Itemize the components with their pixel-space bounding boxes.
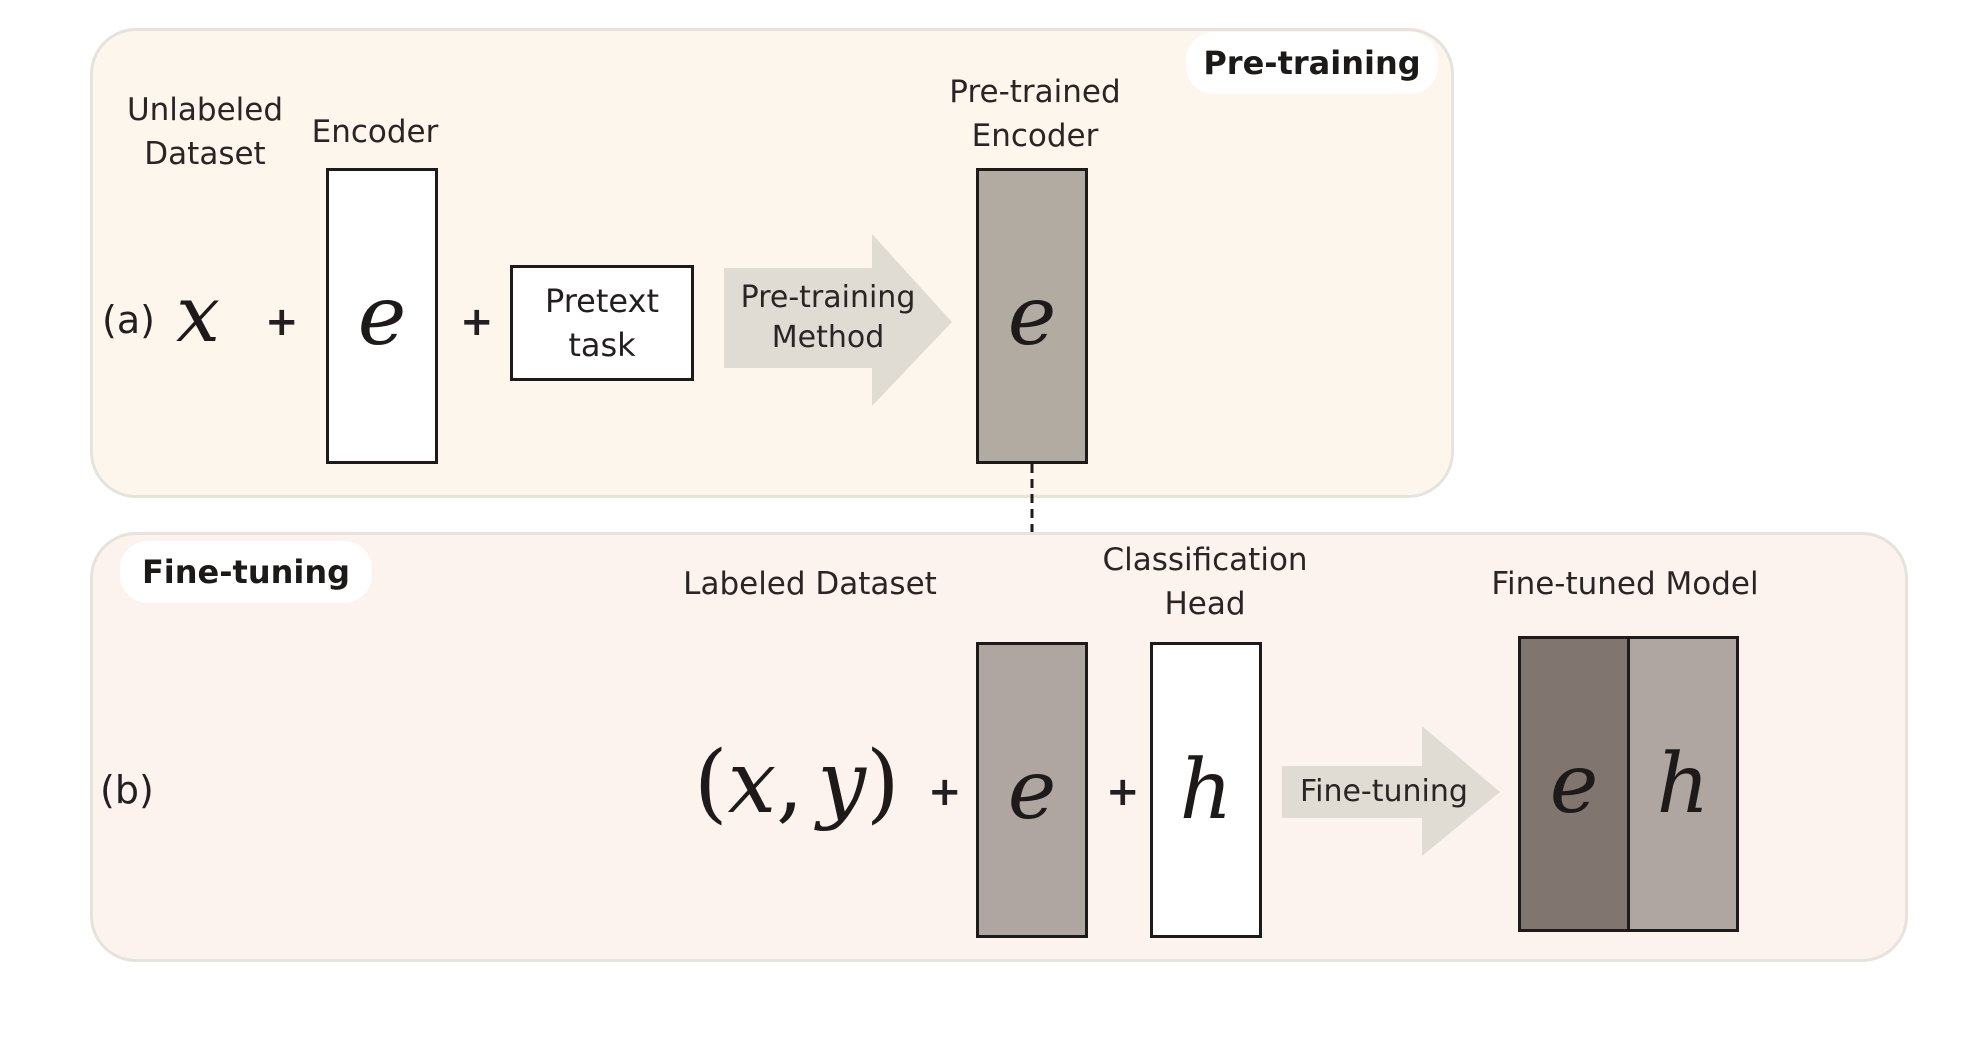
unlabeled-dataset-line-1: Unlabeled bbox=[126, 92, 284, 128]
pretraining-method-line-1: Pre-training bbox=[740, 280, 916, 315]
row-label-b: (b) bbox=[100, 768, 154, 812]
xy-y: y bbox=[817, 733, 867, 833]
labeled-dataset-label: Labeled Dataset bbox=[683, 566, 937, 602]
encoder-label: Encoder bbox=[311, 114, 439, 150]
finetuning-arrow-label: Fine-tuning bbox=[1300, 774, 1468, 809]
pretraining-tag: Pre-training bbox=[1186, 32, 1438, 94]
classification-head-label: Classification Head bbox=[1090, 538, 1320, 626]
finetuned-model-label: Fine-tuned Model bbox=[1491, 566, 1759, 602]
pretraining-method-label: Pre-training Method bbox=[730, 278, 926, 358]
finetuned-model-e-box: e bbox=[1518, 636, 1630, 932]
finetune-encoder-box: e bbox=[976, 642, 1088, 938]
plus-sign-a2: + bbox=[460, 299, 494, 345]
pretrained-encoder-symbol: e bbox=[1007, 268, 1057, 364]
plus-sign-a1: + bbox=[265, 299, 299, 345]
pretext-task-box: Pretext task bbox=[510, 265, 694, 381]
encoder-box: e bbox=[326, 168, 438, 464]
pretraining-method-arrow bbox=[724, 234, 952, 406]
finetuned-e-symbol: e bbox=[1549, 736, 1599, 832]
pretext-task-line-2: task bbox=[568, 326, 636, 364]
pretrained-encoder-line-1: Pre-trained bbox=[949, 74, 1121, 110]
pretext-task-line-1: Pretext bbox=[544, 282, 660, 320]
xy-open-paren: ( bbox=[694, 733, 728, 833]
x-symbol: x bbox=[176, 270, 220, 360]
pretraining-method-line-2: Method bbox=[771, 320, 885, 355]
finetune-encoder-symbol: e bbox=[1007, 742, 1057, 838]
classification-head-line-1: Classification bbox=[1102, 542, 1308, 578]
classification-head-box: h bbox=[1150, 642, 1262, 938]
finetuned-model-h-box: h bbox=[1627, 636, 1739, 932]
xy-close-paren: ) bbox=[866, 733, 900, 833]
head-symbol: h bbox=[1179, 742, 1233, 838]
pretraining-panel bbox=[90, 28, 1454, 498]
finetuning-tag: Fine-tuning bbox=[120, 541, 372, 603]
xy-comma: , bbox=[776, 733, 804, 833]
unlabeled-dataset-label: Unlabeled Dataset bbox=[110, 88, 300, 176]
plus-sign-b1: + bbox=[928, 769, 962, 815]
labeled-xy-symbol: (x,y) bbox=[694, 728, 900, 838]
plus-sign-b2: + bbox=[1106, 769, 1140, 815]
unlabeled-dataset-line-2: Dataset bbox=[144, 136, 266, 172]
pretrained-encoder-box: e bbox=[976, 168, 1088, 464]
encoder-symbol: e bbox=[357, 268, 407, 364]
finetuned-h-symbol: h bbox=[1656, 736, 1710, 832]
pretrained-encoder-label: Pre-trained Encoder bbox=[930, 70, 1140, 158]
pretrained-encoder-line-2: Encoder bbox=[971, 118, 1099, 154]
classification-head-line-2: Head bbox=[1164, 586, 1246, 622]
xy-x: x bbox=[727, 733, 777, 833]
row-label-a: (a) bbox=[102, 298, 155, 342]
finetuning-arrow bbox=[1282, 726, 1500, 856]
